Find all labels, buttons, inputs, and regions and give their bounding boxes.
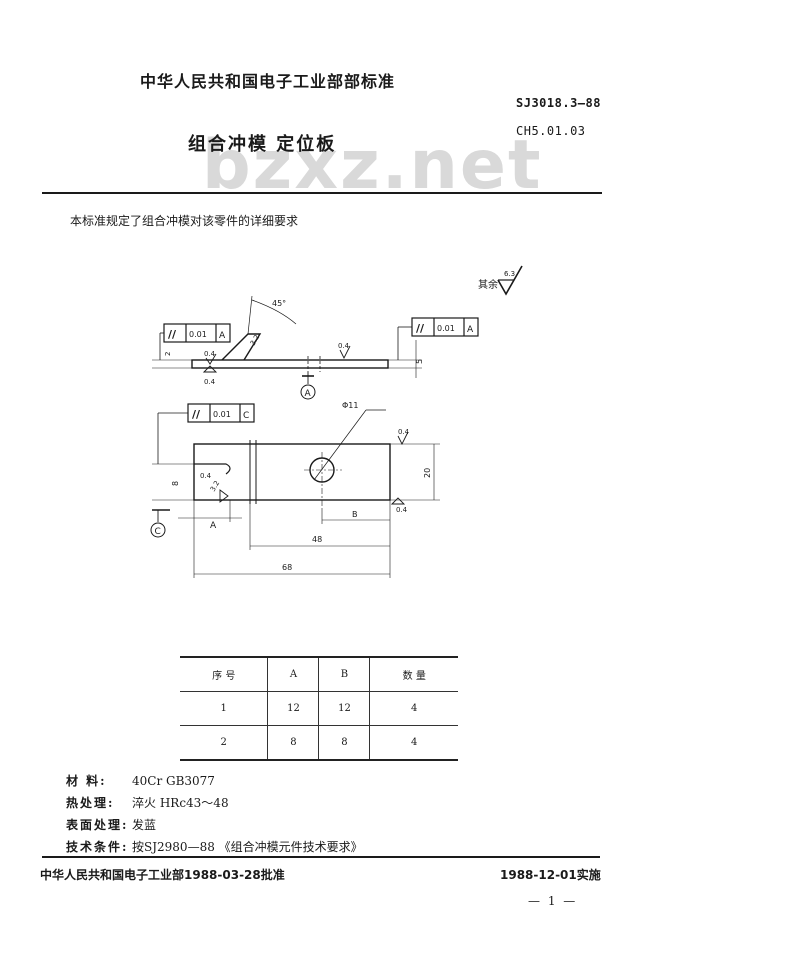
roughness-label-6: 0.4 — [396, 506, 408, 514]
col-header-qty: 数 量 — [369, 656, 458, 692]
surface-value: 发蓝 — [132, 818, 157, 832]
table-header-row: 序 号 A B 数 量 — [180, 656, 458, 692]
side-view: 45° 3.2 // 0.01 A 2 // 0.01 A 5 0.4 0.4 … — [152, 295, 479, 400]
spec-table: 序 号 A B 数 量 1 12 12 4 2 8 8 4 — [180, 656, 458, 761]
cell-qty: 4 — [369, 725, 458, 761]
tolerance-2-symbol: // — [416, 322, 425, 335]
footer-rule — [42, 856, 600, 858]
tolerance-2-datum: A — [467, 325, 474, 335]
tolerance-1-datum: A — [219, 331, 226, 341]
table-row: 1 12 12 4 — [180, 691, 458, 726]
roughness-label-7: 0.4 — [200, 472, 212, 480]
roughness-rest-label: 其余 — [478, 278, 498, 291]
col-header-a: A — [267, 656, 320, 692]
cell-a: 8 — [267, 725, 320, 761]
roughness-rest-symbol: 其余 6.3 — [478, 265, 523, 296]
cell-qty: 4 — [369, 691, 458, 726]
roughness-label-5: 0.4 — [398, 428, 410, 436]
hole-diameter: Φ11 — [342, 401, 358, 410]
tolerance-3-datum: C — [243, 411, 249, 421]
implementation-date: 1988-12-01实施 — [500, 868, 601, 882]
dim-48: 48 — [312, 535, 322, 544]
standard-number: SJ3018.3—88 — [516, 96, 601, 110]
cell-index: 1 — [180, 691, 269, 726]
requirement-technical: 技术条件:按SJ2980—88 《组合冲模元件技术要求》 — [66, 838, 363, 855]
datum-c-label: C — [155, 527, 161, 537]
cell-a: 12 — [267, 691, 320, 726]
tolerance-2-value: 0.01 — [437, 324, 455, 333]
dim-5: 5 — [415, 359, 424, 364]
roughness-label-4: 0.4 — [338, 342, 350, 350]
heat-value: 淬火 HRc43～48 — [132, 796, 229, 810]
watermark: bzxz.net — [202, 126, 543, 205]
document-title: 组合冲模 定位板 — [188, 134, 337, 155]
tolerance-3-value: 0.01 — [213, 410, 231, 419]
cell-b: 8 — [318, 725, 371, 761]
roughness-label-3: 0.4 — [204, 378, 216, 386]
header-rule — [42, 192, 602, 194]
heat-label: 热处理: — [66, 796, 115, 810]
material-label: 材 料: — [66, 774, 107, 788]
roughness-label-2: 0.4 — [204, 350, 216, 358]
dim-b: B — [352, 510, 358, 519]
tolerance-1-value: 0.01 — [189, 330, 207, 339]
surface-label: 表面处理: — [66, 818, 129, 832]
page-number: — 1 — — [528, 894, 578, 908]
dim-a: A — [210, 521, 217, 531]
table-row: 2 8 8 4 — [180, 725, 458, 761]
roughness-rest-value: 6.3 — [504, 270, 515, 278]
tolerance-1-symbol: // — [168, 328, 177, 341]
cell-b: 12 — [318, 691, 371, 726]
standard-sub-number: CH5.01.03 — [516, 124, 586, 138]
organization-header: 中华人民共和国电子工业部部标准 — [140, 72, 396, 91]
datum-a-label: A — [305, 389, 312, 399]
approval-line: 中华人民共和国电子工业部1988-03-28批准 — [40, 868, 285, 882]
tech-label: 技术条件: — [66, 840, 129, 854]
col-header-index: 序 号 — [180, 656, 269, 692]
material-value: 40Cr GB3077 — [132, 774, 215, 788]
requirement-surface: 表面处理:发蓝 — [66, 816, 156, 833]
scope-text: 本标准规定了组合冲模对该零件的详细要求 — [70, 214, 299, 228]
roughness-label-8: 3.2 — [209, 479, 221, 493]
tolerance-3-symbol: // — [192, 408, 201, 421]
cell-index: 2 — [180, 725, 269, 761]
requirement-material: 材 料: 40Cr GB3077 — [66, 772, 215, 789]
dim-8: 8 — [171, 481, 180, 486]
technical-drawing: 其余 6.3 45° 3.2 // 0.01 A 2 // 0.01 A — [150, 265, 523, 578]
tech-value: 按SJ2980—88 《组合冲模元件技术要求》 — [132, 840, 363, 854]
plan-view: // 0.01 C Φ11 20 0.4 0.4 8 0.4 3.2 — [150, 401, 440, 578]
requirement-heat-treatment: 热处理: 淬火 HRc43～48 — [66, 794, 229, 811]
dim-20: 20 — [423, 468, 432, 478]
dim-2: 2 — [164, 352, 172, 356]
angle-label: 45° — [272, 299, 286, 308]
col-header-b: B — [318, 656, 371, 692]
dim-68: 68 — [282, 563, 292, 572]
